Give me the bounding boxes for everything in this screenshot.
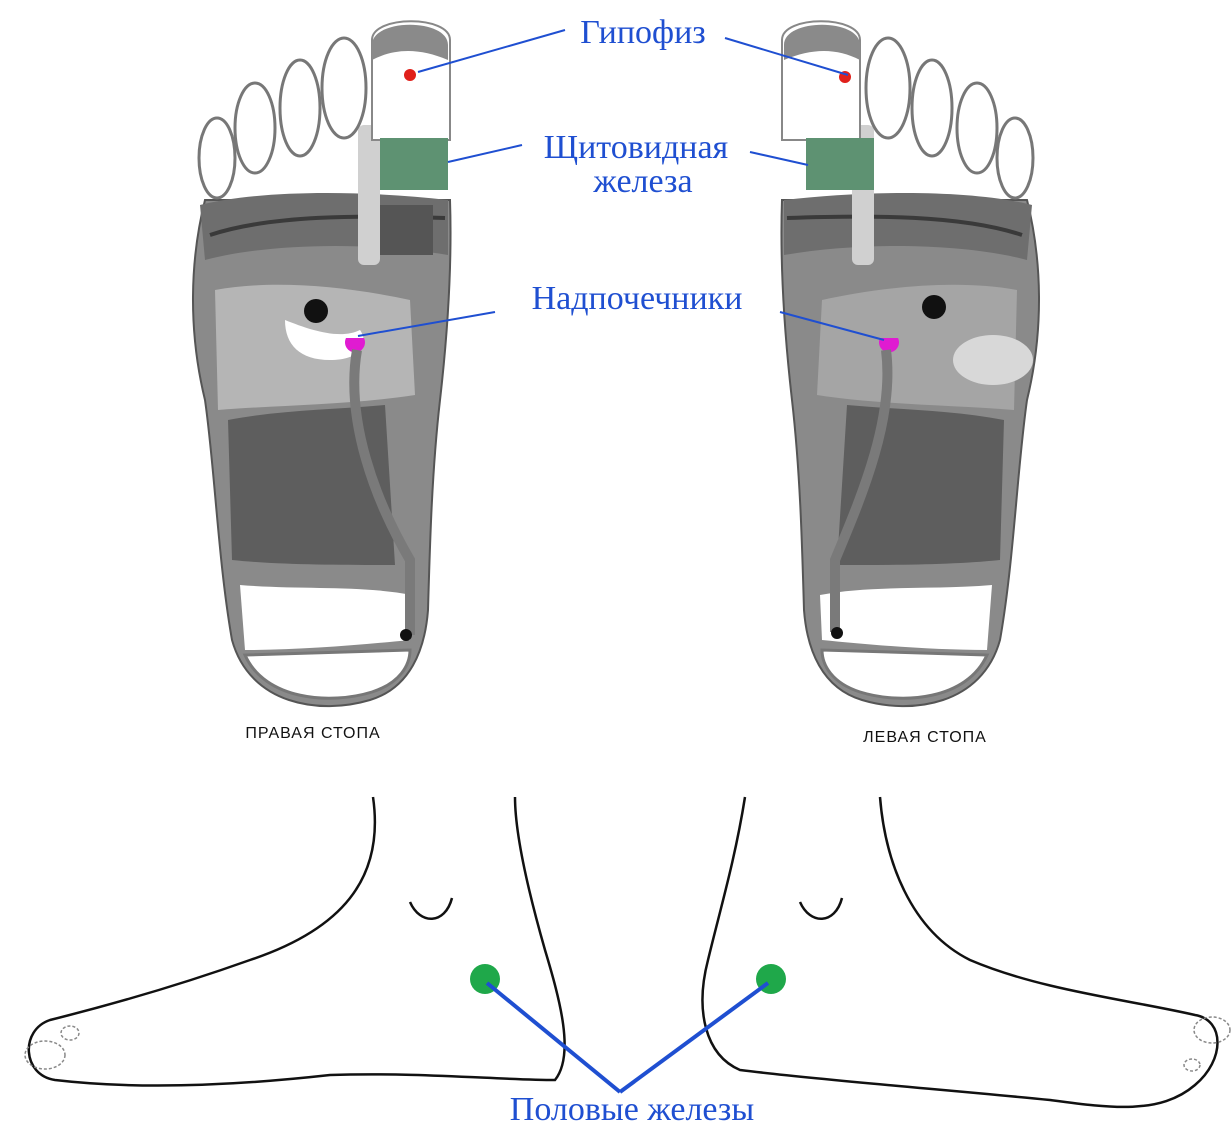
caption-left-foot: ЛЕВАЯ СТОПА [863, 729, 987, 746]
label-adrenals: Надпочечники [532, 280, 743, 317]
label-thyroid-line2: железа [592, 163, 692, 200]
right-kidney-point [304, 299, 328, 323]
label-gonads: Половые железы [510, 1091, 755, 1125]
right-pituitary-point [404, 69, 416, 81]
bottom-leader-lines [487, 983, 768, 1092]
label-pituitary: Гипофиз [580, 14, 705, 51]
right-thyroid-zone [380, 138, 448, 190]
caption-right-foot: ПРАВАЯ СТОПА [245, 725, 380, 742]
left-sole [781, 21, 1039, 706]
left-thyroid-zone [806, 138, 874, 190]
left-kidney-point [922, 295, 946, 319]
left-foot-side [703, 797, 1230, 1107]
right-foot-side [25, 797, 565, 1085]
label-thyroid-line1: Щитовидная [544, 129, 729, 166]
right-sole [193, 21, 451, 706]
